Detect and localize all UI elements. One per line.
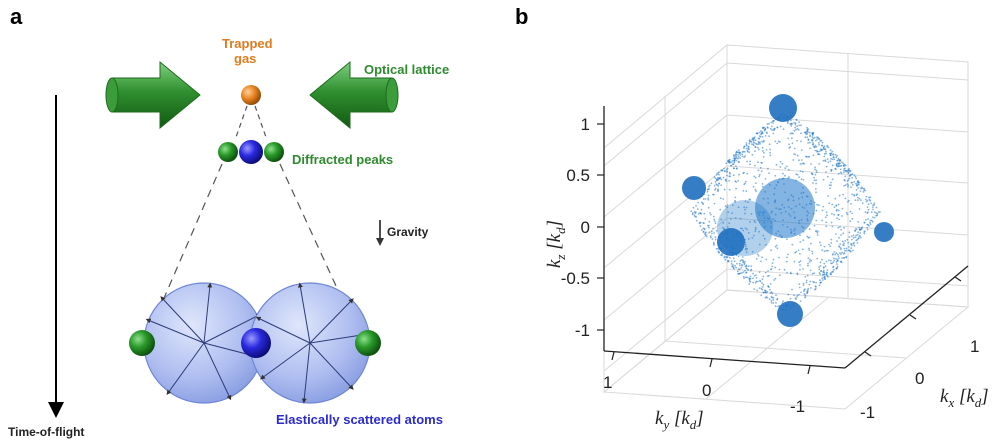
beam-line-upper-left (234, 105, 248, 141)
y-axis-title: ky [kd] (655, 408, 704, 432)
diffraction-peak-left (682, 176, 706, 200)
y-tick-1: 1 (603, 373, 612, 392)
y-tick-neg1: -1 (790, 397, 805, 416)
elastically-scattered-label: Elastically scattered atoms (276, 412, 443, 427)
x-tick-1: 1 (970, 337, 979, 356)
scattering-halo-left (143, 282, 265, 404)
z-tick-neg1: -1 (575, 321, 590, 340)
time-of-flight-label: Time-of-flight (8, 425, 84, 439)
scattered-atom-right (355, 330, 381, 356)
panel-b: b (515, 4, 989, 432)
trapped-gas-label-line2: gas (234, 51, 256, 66)
optical-lattice-label: Optical lattice (364, 62, 449, 77)
z-tick-neg0.5: -0.5 (561, 269, 590, 288)
z-tick-1: 1 (581, 115, 590, 134)
z-tick-marks (597, 123, 604, 331)
x-axis-title: kx [kd] (940, 386, 989, 410)
cloud-core (717, 178, 815, 256)
cloud-scatter-points (690, 113, 881, 312)
x-tick-marks (864, 276, 962, 357)
panel-a-label: a (10, 4, 23, 29)
left-laser-arrow (105, 60, 201, 130)
axes-lines (603, 106, 969, 369)
z-tick-0: 0 (581, 218, 590, 237)
x-tick-neg1: -1 (860, 403, 875, 422)
diffraction-peak-right (874, 222, 894, 242)
panel-a: a Time-of-flight Trapped gas Optical lat… (8, 4, 449, 439)
momentum-distribution-cloud (682, 94, 894, 327)
z-axis-title: kz [kd] (544, 220, 568, 268)
diffracted-peak-left (218, 142, 238, 162)
scattered-atom-left (129, 330, 155, 356)
x-tick-0: 0 (915, 369, 924, 388)
trapped-gas-label-line1: Trapped (222, 36, 273, 51)
scattered-atom-center (241, 328, 271, 358)
scattering-halo-right (249, 282, 371, 404)
z-tick-0.5: 0.5 (566, 166, 590, 185)
diffraction-peak-top (769, 94, 797, 122)
diffraction-peak-front (717, 228, 745, 256)
diffracted-peak-right (264, 142, 284, 162)
panel-b-label: b (515, 4, 528, 29)
diffraction-peak-bottom (777, 301, 803, 327)
y-tick-marks (611, 351, 811, 375)
trapped-gas-atom (241, 85, 261, 105)
y-tick-0: 0 (702, 381, 711, 400)
gravity-label: Gravity (387, 225, 429, 239)
diffracted-peak-center (239, 140, 263, 164)
diffracted-peaks-label: Diffracted peaks (292, 152, 393, 167)
beam-line-upper-right (254, 105, 268, 141)
right-laser-arrow (309, 60, 399, 130)
